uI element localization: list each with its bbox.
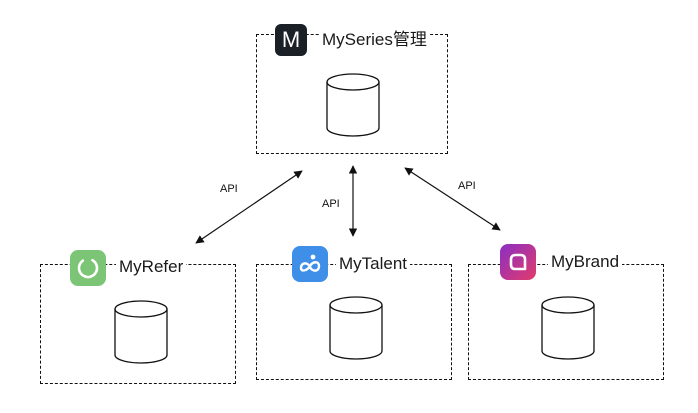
myrefer-title: MyRefer — [116, 257, 187, 277]
api-arrow-mybrand — [404, 167, 501, 231]
api-label-myrefer: API — [220, 183, 238, 195]
myseries-logo-letter: M — [281, 27, 301, 52]
mytalent-database-icon — [329, 296, 383, 360]
infinity-person-icon — [292, 246, 328, 282]
myrefer-database-icon — [114, 300, 168, 364]
myseries-title: MySeries管理 — [319, 30, 430, 50]
api-label-mybrand: API — [458, 180, 476, 192]
ring-icon — [70, 250, 106, 286]
rounded-q-icon — [500, 244, 536, 280]
mytalent-title: MyTalent — [336, 254, 411, 274]
api-arrow-myrefer — [195, 170, 303, 244]
api-label-mytalent: API — [322, 198, 340, 210]
mybrand-database-icon — [541, 296, 595, 360]
mybrand-title: MyBrand — [548, 252, 623, 272]
myseries-database-icon — [326, 73, 380, 137]
m-letter-icon: M — [275, 24, 307, 56]
